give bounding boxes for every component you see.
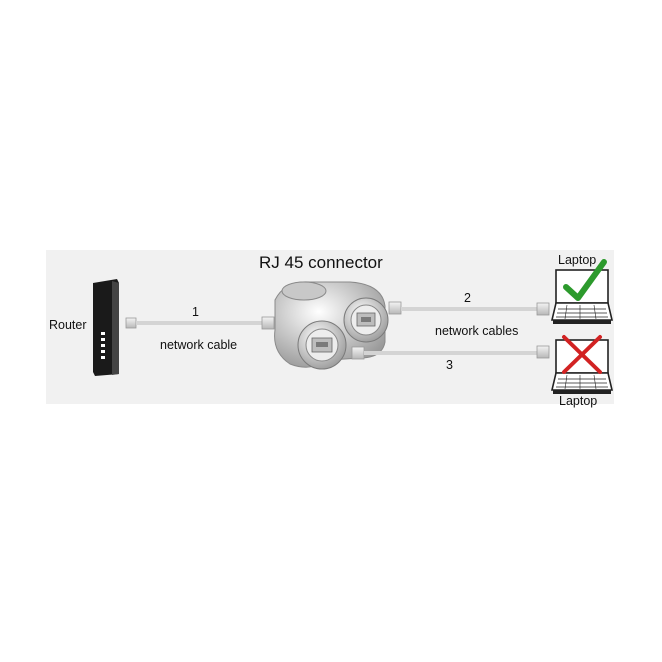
check-icon bbox=[563, 259, 607, 301]
cable-number-1: 1 bbox=[192, 305, 199, 319]
network-cable-2 bbox=[388, 301, 550, 316]
laptop-icon bbox=[550, 339, 614, 394]
network-cable-1 bbox=[125, 316, 275, 330]
cross-icon bbox=[562, 335, 602, 374]
laptop-label-bottom: Laptop bbox=[559, 394, 598, 408]
rj45-connector-icon bbox=[274, 281, 389, 370]
cable-label: network cable bbox=[160, 338, 238, 352]
router-icon bbox=[93, 279, 119, 376]
laptop-label-top: Laptop bbox=[558, 253, 597, 267]
cable-number-2: 2 bbox=[464, 291, 471, 305]
network-cable-3 bbox=[351, 345, 550, 360]
cables-label: network cables bbox=[435, 324, 519, 338]
diagram-title: RJ 45 connector bbox=[259, 253, 383, 272]
router-label: Router bbox=[49, 318, 87, 332]
cable-number-3: 3 bbox=[446, 358, 453, 372]
